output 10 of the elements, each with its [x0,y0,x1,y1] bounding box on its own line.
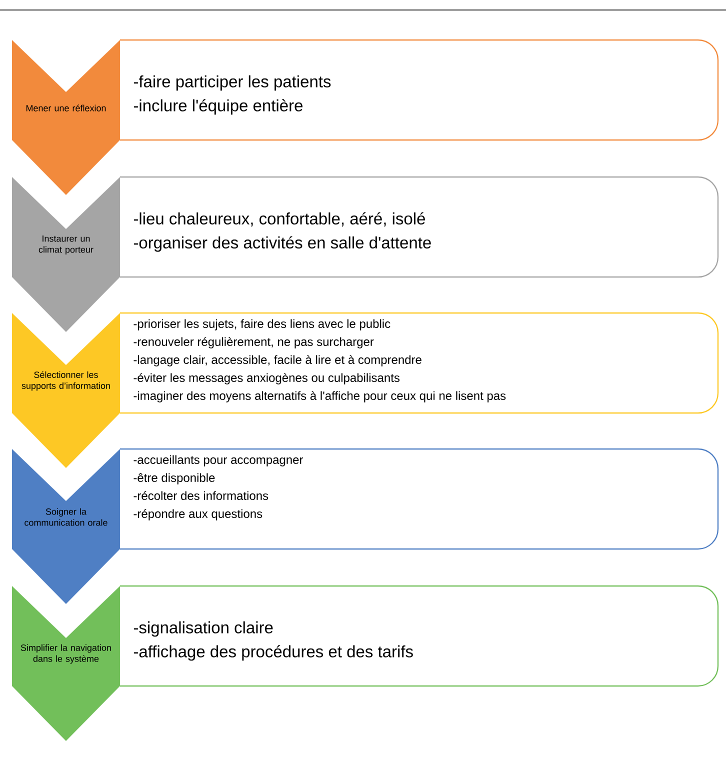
text-box: -signalisation claire -affichage des procédures et des tarifs [120,585,719,687]
step-banner: Simplifier la navigation dans le système [12,586,120,741]
text-box: -accueillants pour accompagner -être disponible -récolter des informations -répondre aux questions [120,448,719,550]
text-box: -faire participer les patients -inclure l'équipe entière [120,39,719,141]
step-banner: Sélectionner les supports d’information [12,313,120,468]
text-box: -prioriser les sujets, faire des liens avec le public -renouveler régulièrement, ne pas surcharger -langage clair, accessible, facile à lire et à comprendre -éviter les messages anxiogènes ou culpabilisants -imaginer des moyens alternatifs à l'affiche pour ceux qui ne lisent pas [120,312,719,414]
step-banner: Soigner la communication orale [12,449,120,604]
step-banner: Mener une réflexion [12,40,120,195]
step-banner: Instaurer un climat porteur [12,177,120,332]
text-box: -lieu chaleureux, confortable, aéré, isolé -organiser des activités en salle d'attente [120,176,719,278]
